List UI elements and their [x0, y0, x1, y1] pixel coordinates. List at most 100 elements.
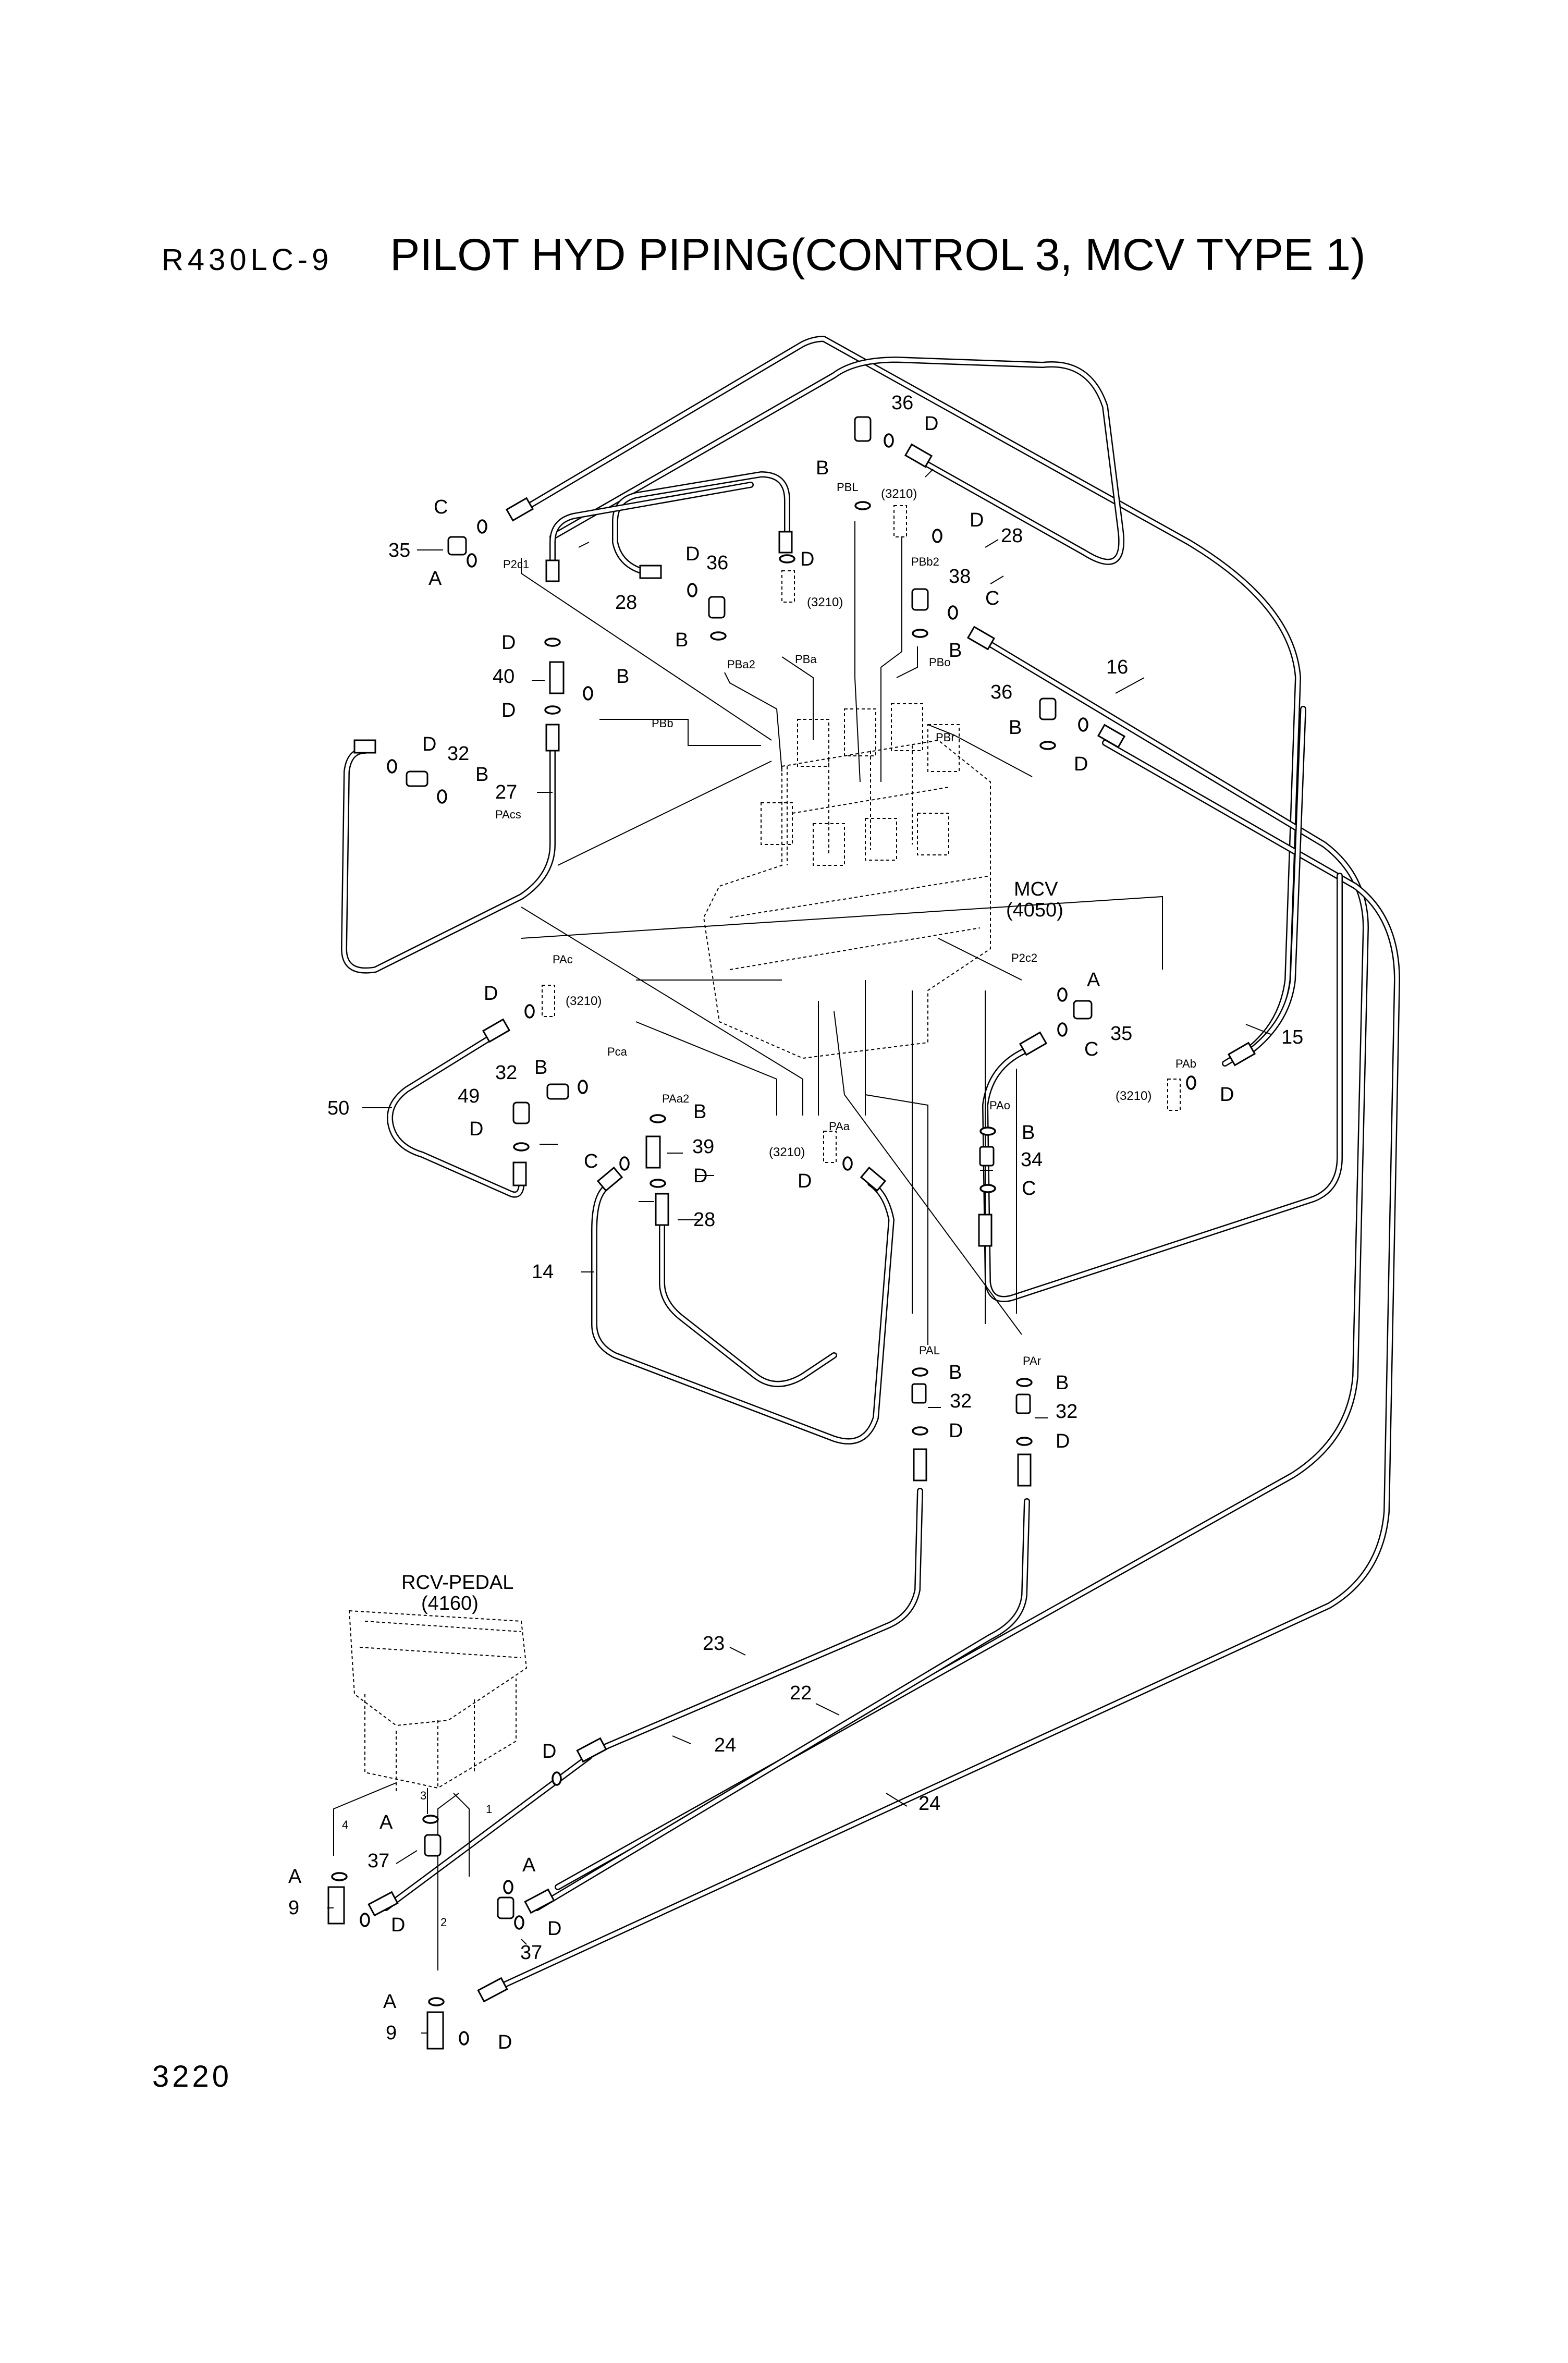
callout-b: B: [693, 1101, 706, 1123]
mcv-label: MCV: [1014, 878, 1058, 900]
port-pbb2: PBb2: [911, 555, 939, 568]
part-28: 28: [615, 592, 637, 614]
port-pab: PAb: [1175, 1057, 1196, 1070]
callout-b: B: [616, 666, 629, 688]
port-pbo: PBo: [929, 656, 951, 669]
callout-leaders: [327, 469, 1272, 2034]
callout-b: B: [949, 1362, 962, 1383]
callout-d: D: [498, 2031, 512, 2053]
part-24: 24: [918, 1793, 940, 1815]
part-40: 40: [493, 666, 514, 688]
part-32: 32: [447, 743, 469, 765]
o-rings: [331, 433, 1196, 2046]
hose-24-long: [487, 740, 1400, 1994]
hose-27: [341, 737, 556, 974]
port-num-4: 4: [342, 1818, 348, 1831]
port-paa2: PAa2: [662, 1092, 689, 1105]
part-9: 9: [386, 2022, 397, 2044]
port-pba2: PBa2: [727, 658, 755, 671]
callout-b: B: [534, 1057, 547, 1079]
callout-a: A: [379, 1811, 393, 1833]
hose-16: [555, 638, 1369, 1890]
callout-c: C: [1022, 1178, 1036, 1199]
callout-d: D: [501, 700, 516, 721]
hose-upper-loop-inner: [549, 357, 1125, 565]
part-16: 16: [1106, 656, 1128, 678]
callout-d: D: [693, 1165, 707, 1187]
part-9: 9: [288, 1897, 299, 1919]
part-32: 32: [1056, 1401, 1077, 1423]
model-code: R430LC-9: [162, 243, 333, 277]
callout-a: A: [383, 1991, 397, 2013]
callout-d: D: [800, 548, 814, 570]
ref-3210-pab: (3210): [1116, 1089, 1152, 1103]
part-36: 36: [706, 552, 728, 574]
port-pacs: PAcs: [495, 808, 521, 821]
part-14: 14: [532, 1261, 554, 1283]
port-pba: PBa: [795, 653, 817, 666]
callout-b: B: [1022, 1122, 1035, 1144]
callout-a: A: [288, 1866, 302, 1888]
part-50: 50: [327, 1097, 349, 1119]
callout-b: B: [1009, 717, 1022, 739]
part-35: 35: [388, 540, 410, 561]
page-number: 3220: [152, 2060, 232, 2093]
port-p2c2: P2c2: [1011, 951, 1037, 964]
part-36: 36: [891, 392, 913, 414]
diagram-title: PILOT HYD PIPING(CONTROL 3, MCV TYPE 1): [390, 230, 1366, 280]
port-num-1: 1: [486, 1803, 492, 1816]
part-22: 22: [790, 1682, 812, 1704]
ref-3210-pbl: (3210): [881, 487, 917, 501]
port-paa: PAa: [829, 1120, 850, 1133]
port-pca: Pca: [607, 1045, 628, 1058]
callout-d: D: [685, 543, 700, 565]
part-24: 24: [714, 1734, 736, 1756]
callout-c: C: [584, 1150, 598, 1172]
callout-b: B: [475, 764, 488, 786]
part-15: 15: [1281, 1026, 1303, 1048]
mcv-valve-block: [703, 703, 991, 1059]
part-28: 28: [693, 1209, 715, 1231]
port-pal: PAL: [919, 1344, 940, 1357]
mcv-ref-label: (4050): [1006, 899, 1063, 921]
callout-d: D: [391, 1914, 405, 1936]
part-37: 37: [368, 1850, 389, 1872]
callout-d: D: [422, 733, 436, 755]
part-32: 32: [950, 1390, 972, 1412]
port-num-2: 2: [440, 1916, 447, 1929]
callout-d: D: [547, 1918, 561, 1940]
part-35: 35: [1110, 1023, 1132, 1045]
part-37: 37: [520, 1942, 542, 1964]
callout-d: D: [924, 413, 938, 435]
callout-d: D: [798, 1170, 812, 1192]
rcv-ref-label: (4160): [421, 1593, 479, 1614]
port-par: PAr: [1023, 1354, 1041, 1367]
callout-b: B: [675, 629, 688, 651]
hose-upper-loop-outer: [513, 336, 1301, 1067]
callout-d: D: [1074, 753, 1088, 775]
callout-a: A: [522, 1854, 536, 1876]
callout-b: B: [1056, 1372, 1069, 1394]
callout-d: D: [1056, 1430, 1070, 1452]
callout-d: D: [970, 509, 984, 531]
callout-d: D: [469, 1118, 483, 1140]
port-p2c1: P2c1: [503, 558, 529, 571]
callout-c: C: [1084, 1038, 1098, 1060]
callout-c: C: [434, 496, 448, 518]
part-36: 36: [990, 681, 1012, 703]
callout-d: D: [501, 632, 516, 654]
part-39: 39: [692, 1136, 714, 1158]
mcv-leader-lines: [521, 521, 1163, 1345]
rcv-pedal-block: [327, 1610, 528, 2050]
ref-3210-paa: (3210): [769, 1145, 805, 1159]
part-34: 34: [1021, 1149, 1043, 1171]
port-pao: PAo: [989, 1099, 1010, 1112]
callout-a: A: [1087, 969, 1100, 991]
callout-d: D: [949, 1420, 963, 1442]
part-38: 38: [949, 566, 971, 587]
part-28: 28: [1001, 525, 1023, 547]
hose-group: [341, 336, 1400, 1994]
hose-28-top-b: [549, 482, 754, 566]
hose-28-lower: [659, 1222, 837, 1387]
